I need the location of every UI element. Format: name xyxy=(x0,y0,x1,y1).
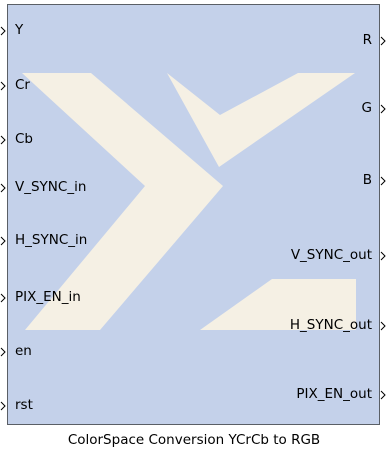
output-port-r[interactable]: R xyxy=(362,32,372,48)
output-port-b[interactable]: B xyxy=(362,172,372,188)
block-caption: ColorSpace Conversion YCrCb to RGB xyxy=(67,432,321,448)
input-port-cr[interactable]: Cr xyxy=(15,77,30,93)
input-port-y[interactable]: Y xyxy=(15,22,24,38)
input-port-pix-en-in[interactable]: PIX_EN_in xyxy=(15,289,81,305)
input-port-v-sync-in[interactable]: V_SYNC_in xyxy=(15,179,87,195)
output-port-v-sync-out[interactable]: V_SYNC_out xyxy=(290,247,372,263)
input-port-h-sync-in[interactable]: H_SYNC_in xyxy=(15,232,88,248)
input-port-cb[interactable]: Cb xyxy=(15,131,33,147)
output-port-pix-en-out[interactable]: PIX_EN_out xyxy=(296,386,372,402)
output-port-h-sync-out[interactable]: H_SYNC_out xyxy=(289,317,372,333)
xilinx-logo-icon xyxy=(22,73,356,330)
input-port-en[interactable]: en xyxy=(15,343,32,359)
system-generator-block[interactable] xyxy=(7,4,380,425)
input-port-rst[interactable]: rst xyxy=(15,397,33,413)
output-port-g[interactable]: G xyxy=(361,100,372,116)
